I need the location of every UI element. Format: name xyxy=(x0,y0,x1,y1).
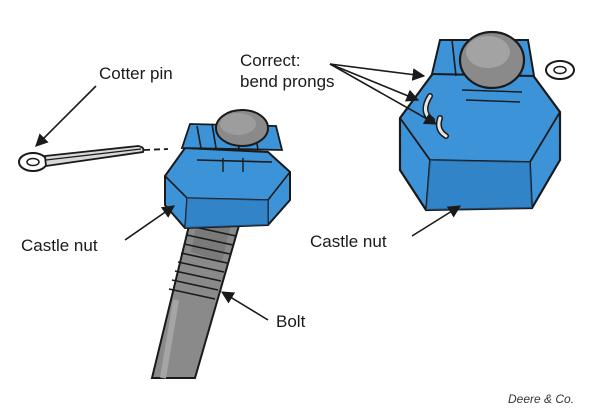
bolt-label: Bolt xyxy=(276,312,306,331)
leader-arrows xyxy=(35,63,462,321)
cotter-pin-label: Cotter pin xyxy=(99,64,173,83)
correct-label-line1: Correct: xyxy=(240,51,301,70)
credit-text: Deere & Co. xyxy=(508,392,575,406)
bolt-icon xyxy=(150,203,242,379)
castle-nut-label-left: Castle nut xyxy=(21,236,98,255)
castle-nut-icon xyxy=(398,30,562,212)
castle-nut-icon xyxy=(164,109,291,230)
correct-label-line2: bend prongs xyxy=(240,72,335,91)
bent-cotter-pin-icon xyxy=(422,60,575,139)
castle-nut-label-right: Castle nut xyxy=(310,232,387,251)
cotter-pin-icon xyxy=(18,145,169,172)
